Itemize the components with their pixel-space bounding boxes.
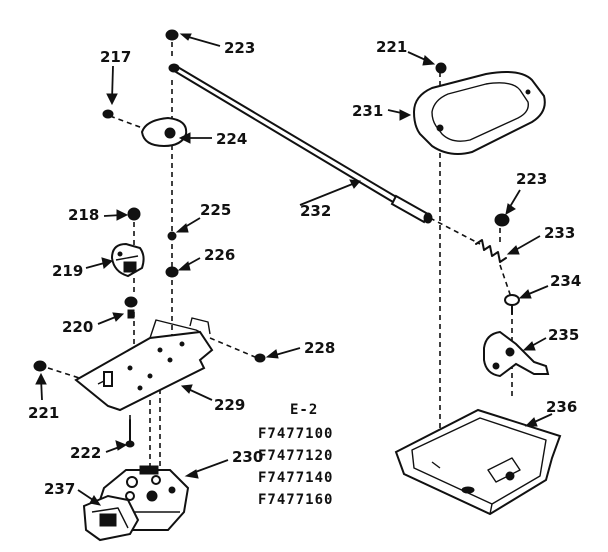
part-labels: 223 217 224 218 225 226 219 220 228 221 … (28, 38, 581, 498)
label-237: 237 (44, 480, 75, 498)
label-221-left: 221 (28, 404, 59, 422)
label-218: 218 (68, 206, 99, 224)
part-221-screw-left (33, 360, 47, 401)
model-number-2: F7477120 (258, 448, 333, 464)
label-228: 228 (304, 339, 335, 357)
part-228-screw (254, 347, 301, 363)
label-236: 236 (546, 398, 577, 416)
part-226-washer (165, 257, 201, 278)
model-heading: E-2 (290, 402, 318, 418)
part-218-nut (103, 207, 141, 221)
label-229: 229 (214, 396, 245, 414)
label-231: 231 (352, 102, 383, 120)
part-235-lever (483, 330, 550, 378)
label-217: 217 (100, 48, 131, 66)
part-219-switch (85, 242, 145, 278)
part-232-rod (168, 63, 433, 224)
label-235: 235 (548, 326, 579, 344)
label-225: 225 (200, 201, 231, 219)
part-220-spacer (97, 296, 138, 325)
part-217-screw (102, 65, 118, 119)
label-233: 233 (544, 224, 575, 242)
part-221-screw-right (407, 51, 447, 74)
part-236-tray (394, 408, 562, 516)
part-223-nut-top (165, 29, 221, 47)
part-234-rivet (504, 285, 549, 315)
part-223-nut-right (494, 189, 521, 227)
part-224-bracket (140, 116, 212, 148)
model-number-4: F7477160 (258, 492, 333, 508)
model-numbers: E-2 F7477100 F7477120 F7477140 F7477160 (258, 402, 333, 508)
part-222-screw (105, 419, 135, 453)
label-224: 224 (216, 130, 247, 148)
part-229-mounting-plate (74, 317, 214, 412)
model-number-1: F7477100 (258, 426, 333, 442)
label-234: 234 (550, 272, 581, 290)
label-223-top: 223 (224, 39, 255, 57)
label-220: 220 (62, 318, 93, 336)
label-219: 219 (52, 262, 83, 280)
model-number-3: F7477140 (258, 470, 333, 486)
label-230: 230 (232, 448, 263, 466)
label-226: 226 (204, 246, 235, 264)
part-233-spring (475, 235, 541, 263)
part-225-screw (167, 217, 201, 241)
part-231-frame (387, 71, 546, 155)
label-223-right: 223 (516, 170, 547, 188)
part-237-gear-cover (77, 489, 140, 542)
label-222: 222 (70, 444, 101, 462)
label-232: 232 (300, 202, 331, 220)
label-221-right: 221 (376, 38, 407, 56)
